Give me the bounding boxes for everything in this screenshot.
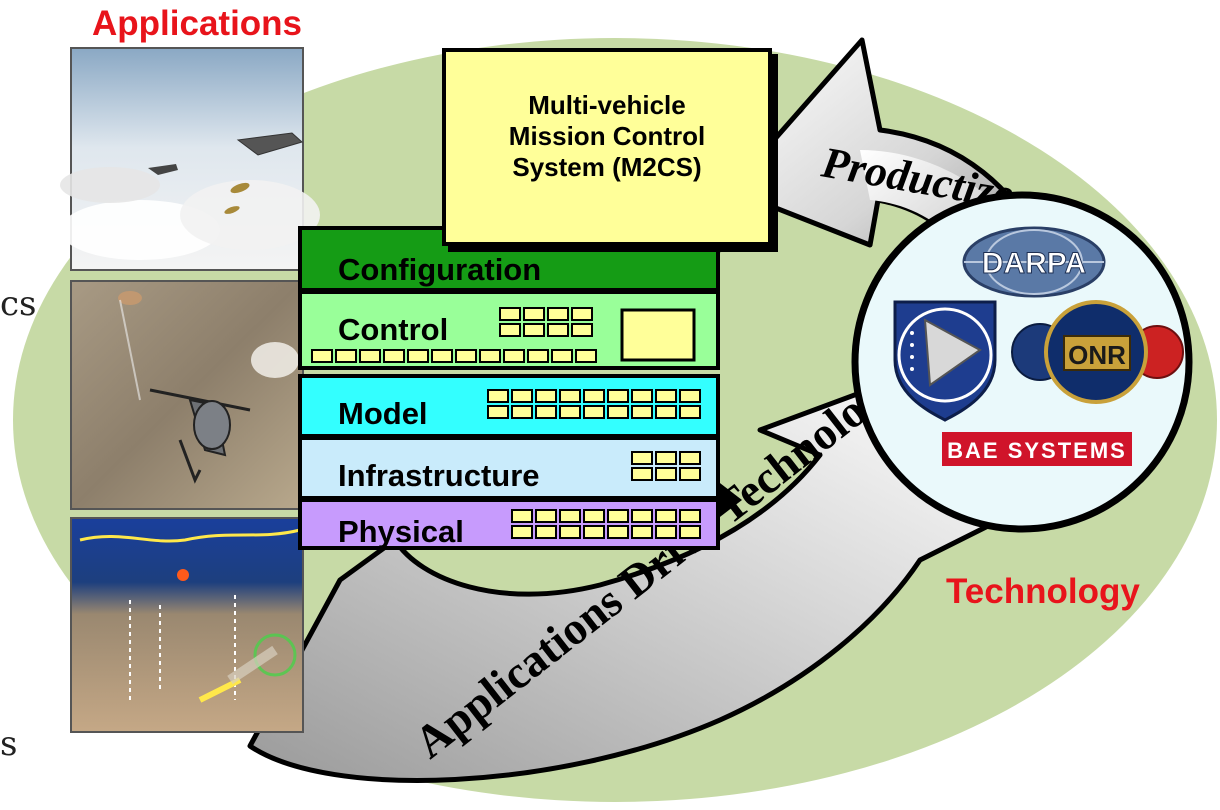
layer-control: Control	[298, 290, 720, 370]
layer-control-label: Control	[338, 312, 449, 347]
layer-infrastructure: Infrastructure	[298, 436, 720, 500]
bae-logo-text: BAE SYSTEMS	[947, 438, 1127, 463]
photo-aircraft-clouds	[60, 47, 320, 271]
control-modules	[311, 307, 696, 363]
layer-infrastructure-label: Infrastructure	[338, 458, 540, 493]
edge-text-fragment-bottom: s	[0, 724, 18, 764]
photo-helicopter-desert	[70, 280, 304, 510]
applications-title: Applications	[92, 4, 303, 43]
applications-drive-technology-arrow	[247, 377, 1013, 783]
m2cs-callout-text: Multi-vehicle Mission Control System (M2…	[508, 90, 706, 182]
darpa-logo-text: DARPA	[982, 247, 1086, 280]
m2cs-callout-box: Multi-vehicle Mission Control System (M2…	[442, 48, 772, 246]
technology-title: Technology	[946, 572, 1140, 611]
afrl-logo	[893, 300, 997, 422]
control-highlight-box	[620, 308, 696, 362]
onr-logo-text: ONR	[1068, 340, 1126, 370]
physical-modules	[511, 509, 701, 539]
stack-arrow-tip	[716, 480, 742, 520]
layer-model-label: Model	[338, 396, 428, 431]
darpa-logo: DARPA	[962, 226, 1106, 298]
onr-logo: ONR	[1011, 300, 1184, 404]
layer-configuration-label: Configuration	[338, 252, 542, 287]
bae-logo-box	[942, 432, 1132, 466]
layer-physical-label: Physical	[338, 514, 464, 549]
layer-physical: Physical	[298, 498, 720, 550]
model-modules	[487, 389, 701, 419]
infrastructure-modules	[631, 451, 701, 481]
edge-text-fragment-top: cs	[0, 284, 37, 324]
layer-model: Model	[298, 374, 720, 438]
photo-terrain-map	[70, 517, 304, 733]
